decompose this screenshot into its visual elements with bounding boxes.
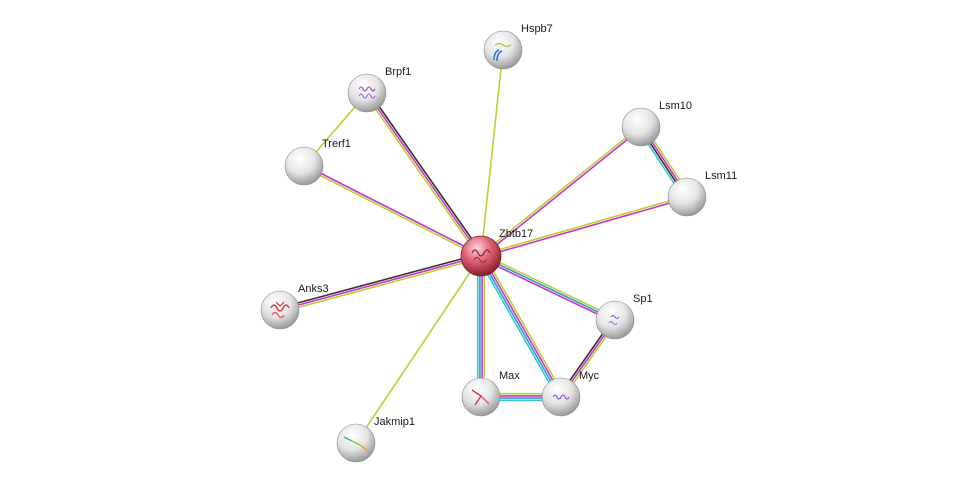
node-myc-structure-icon — [552, 394, 570, 400]
edge-zbtb17-anks3[interactable] — [279, 253, 482, 313]
edge-zbtb17-max[interactable] — [476, 256, 486, 397]
node-anks3-sphere[interactable] — [260, 290, 300, 330]
node-label-lsm11: Lsm11 — [705, 170, 737, 182]
edge-zbtb17-myc[interactable] — [477, 253, 565, 400]
node-label-zbtb17: Zbtb17 — [499, 228, 533, 240]
node-sp1-sphere[interactable] — [595, 300, 635, 340]
edge-evidence-line — [364, 93, 480, 258]
node-jakmip1[interactable]: Jakmip1 — [336, 416, 415, 463]
edge-zbtb17-hspb7[interactable] — [480, 49, 504, 257]
node-label-myc: Myc — [579, 370, 600, 382]
edge-evidence-line — [355, 255, 482, 444]
node-anks3-structure-icon — [270, 301, 290, 319]
node-label-max: Max — [499, 370, 520, 382]
nodes-layer: Zbtb17 Hspb7 Brpf1 Trerf1 Lsm10 — [260, 23, 737, 463]
node-brpf1[interactable]: Brpf1 — [347, 66, 411, 113]
edge-evidence-line — [479, 257, 615, 323]
edge-evidence-line — [480, 195, 687, 256]
edge-zbtb17-brpf1[interactable] — [364, 91, 484, 258]
node-jakmip1-structure-icon — [343, 436, 369, 452]
node-label-brpf1: Brpf1 — [385, 66, 411, 78]
node-lsm10[interactable]: Lsm10 — [621, 100, 692, 147]
node-lsm11[interactable]: Lsm11 — [667, 170, 737, 217]
node-brpf1-sphere[interactable] — [347, 73, 387, 113]
edge-evidence-line — [481, 127, 643, 258]
node-label-anks3: Anks3 — [298, 283, 329, 295]
node-label-lsm10: Lsm10 — [659, 100, 692, 112]
edge-evidence-line — [479, 256, 561, 398]
edge-evidence-line — [477, 257, 559, 400]
edge-evidence-line — [479, 125, 641, 256]
node-max[interactable]: Max — [461, 370, 520, 417]
node-sp1[interactable]: Sp1 — [595, 293, 653, 340]
edge-zbtb17-jakmip1[interactable] — [355, 255, 482, 444]
node-zbtb17[interactable]: Zbtb17 — [460, 228, 533, 277]
node-label-jakmip1: Jakmip1 — [374, 416, 415, 428]
edge-zbtb17-lsm10[interactable] — [479, 125, 643, 258]
node-hspb7-structure-icon — [493, 42, 512, 62]
node-lsm10-sphere[interactable] — [621, 107, 661, 147]
node-label-hspb7: Hspb7 — [521, 23, 553, 35]
edge-evidence-line — [279, 255, 482, 311]
node-myc[interactable]: Myc — [541, 370, 600, 417]
node-label-trerf1: Trerf1 — [322, 138, 351, 150]
node-trerf1[interactable]: Trerf1 — [284, 138, 351, 186]
edge-evidence-line — [481, 253, 617, 319]
edges-layer — [279, 49, 691, 444]
edge-evidence-line — [366, 92, 482, 257]
node-lsm11-sphere[interactable] — [667, 177, 707, 217]
edge-evidence-line — [280, 257, 482, 313]
edge-zbtb17-trerf1[interactable] — [303, 164, 482, 258]
edge-evidence-line — [368, 91, 484, 256]
edge-evidence-line — [483, 253, 565, 396]
edge-evidence-line — [304, 164, 482, 256]
node-label-sp1: Sp1 — [633, 293, 653, 305]
node-hspb7-sphere[interactable] — [483, 30, 523, 70]
edge-evidence-line — [481, 255, 563, 397]
node-sp1-structure-icon — [608, 315, 620, 325]
edge-evidence-line — [480, 49, 504, 257]
edge-evidence-line — [303, 166, 481, 258]
node-hspb7[interactable]: Hspb7 — [483, 23, 553, 70]
node-anks3[interactable]: Anks3 — [260, 283, 329, 330]
node-trerf1-sphere[interactable] — [284, 146, 324, 186]
edge-evidence-line — [480, 255, 616, 321]
node-zbtb17-structure-icon — [471, 249, 491, 264]
node-max-structure-icon — [471, 389, 490, 406]
edge-evidence-line — [481, 197, 688, 258]
edge-zbtb17-lsm11[interactable] — [480, 195, 688, 258]
node-brpf1-structure-icon — [358, 86, 376, 99]
edge-zbtb17-sp1[interactable] — [479, 253, 617, 323]
edge-evidence-line — [279, 253, 481, 309]
